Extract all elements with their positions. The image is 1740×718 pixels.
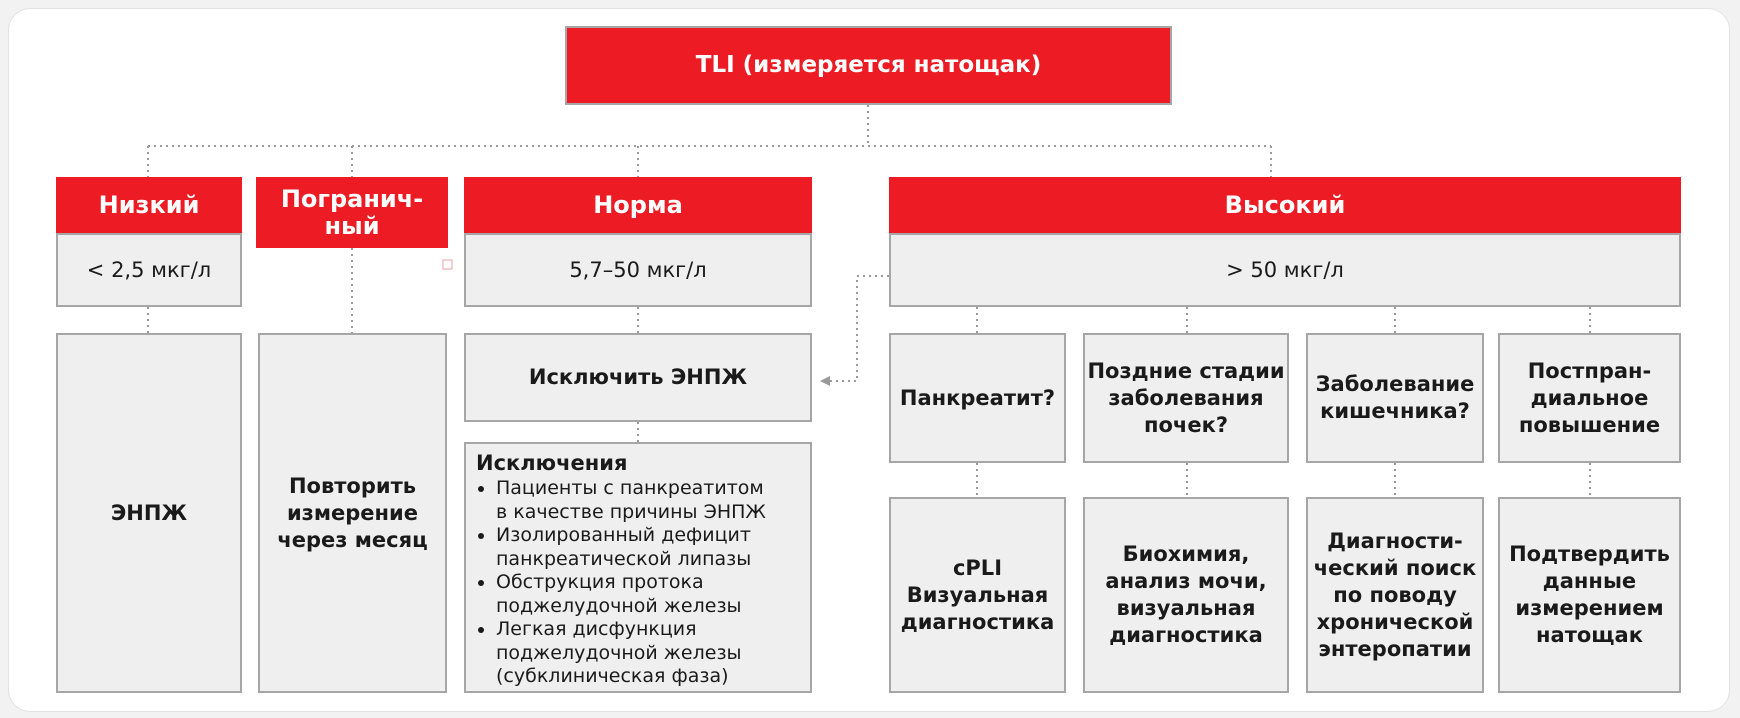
exception-item: Изолированный дефицит панкреатической ли…: [496, 524, 766, 571]
low-range-box: < 2,5 мкг/л: [56, 233, 242, 307]
exceptions-box: Исключения Пациенты с панкреатитом в кач…: [464, 442, 812, 693]
high-header: Высокий: [889, 177, 1681, 233]
action-pancreatitis-box: cPLI Визуальная диагностика: [889, 497, 1066, 693]
connector-high-to-exclude-arrow: [820, 275, 889, 386]
question-intestine: Заболевание кишечника?: [1315, 372, 1475, 423]
borderline-action-box: Повторить измерение через месяц: [258, 333, 447, 693]
root-label: TLI (измеряется натощак): [695, 52, 1042, 78]
question-pancreatitis-box: Панкреатит?: [889, 333, 1066, 463]
normal-range-box: 5,7–50 мкг/л: [464, 233, 812, 307]
exceptions-title: Исключения: [476, 451, 628, 475]
action-kidney-box: Биохимия, анализ мочи, визуальная диагно…: [1083, 497, 1289, 693]
question-pancreatitis: Панкреатит?: [899, 385, 1056, 410]
question-intestine-box: Заболевание кишечника?: [1306, 333, 1484, 463]
borderline-action: Повторить измерение через месяц: [277, 473, 428, 552]
high-label: Высокий: [1224, 190, 1346, 219]
action-intestine: Диагности- ческий поиск по поводу хронич…: [1313, 528, 1477, 661]
action-postprandial-box: Подтвердить данные измерением натощак: [1498, 497, 1681, 693]
question-postprandial: Постпран- диальное повышение: [1518, 358, 1661, 437]
normal-range: 5,7–50 мкг/л: [569, 258, 707, 282]
borderline-header: Погранич- ный: [256, 177, 448, 248]
low-header: Низкий: [56, 177, 242, 233]
exception-item: Обструкция протока поджелудочной железы: [496, 571, 766, 618]
small-marker-square: [442, 259, 453, 270]
borderline-label: Погранич- ный: [280, 184, 424, 240]
action-intestine-box: Диагности- ческий поиск по поводу хронич…: [1306, 497, 1484, 693]
exception-item: Легкая дисфункция поджелудочной железы (…: [496, 618, 766, 689]
exception-item: Пациенты с панкреатитом в качестве причи…: [496, 477, 766, 524]
high-range: > 50 мкг/л: [1226, 258, 1344, 282]
question-kidney: Поздние стадии заболевания почек?: [1087, 358, 1285, 437]
exceptions-list: Пациенты с панкреатитом в качестве причи…: [476, 477, 766, 689]
high-range-box: > 50 мкг/л: [889, 233, 1681, 307]
action-pancreatitis: cPLI Визуальная диагностика: [900, 555, 1055, 634]
exclude-action: Исключить ЭНПЖ: [528, 365, 748, 389]
low-range: < 2,5 мкг/л: [86, 258, 212, 282]
low-action: ЭНПЖ: [110, 500, 188, 525]
root-box: TLI (измеряется натощак): [565, 26, 1172, 105]
action-kidney: Биохимия, анализ мочи, визуальная диагно…: [1105, 542, 1267, 647]
normal-label: Норма: [593, 190, 683, 219]
normal-header: Норма: [464, 177, 812, 233]
exclude-box: Исключить ЭНПЖ: [464, 333, 812, 422]
action-postprandial: Подтвердить данные измерением натощак: [1509, 542, 1670, 647]
question-postprandial-box: Постпран- диальное повышение: [1498, 333, 1681, 463]
question-kidney-box: Поздние стадии заболевания почек?: [1083, 333, 1289, 463]
low-action-box: ЭНПЖ: [56, 333, 242, 693]
low-label: Низкий: [98, 190, 200, 219]
